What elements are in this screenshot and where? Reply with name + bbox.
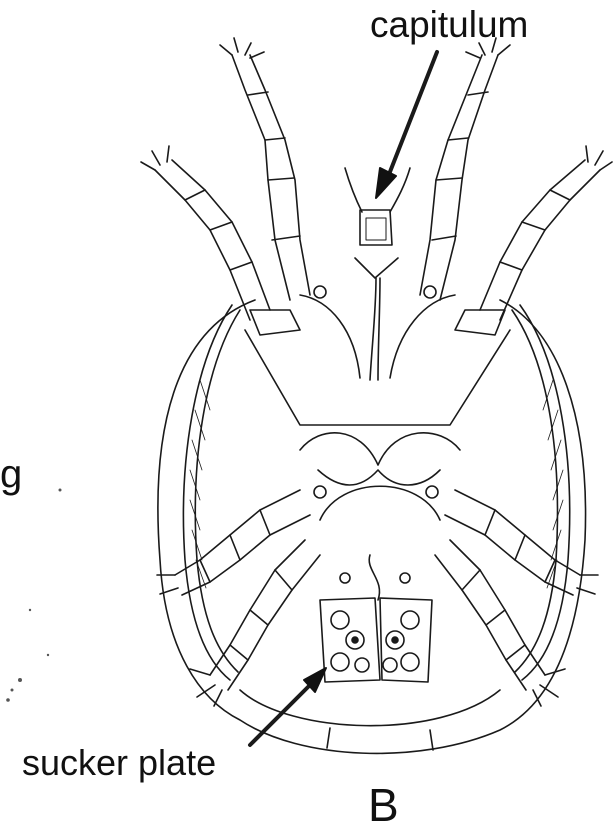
right-lateral-band — [520, 305, 570, 680]
stray-letter-fragment: g — [0, 452, 22, 497]
leg-2-right — [480, 146, 612, 320]
leg-4-right — [435, 540, 565, 706]
genital-arch — [300, 433, 460, 465]
left-lateral-band — [183, 305, 232, 680]
posterior-arc — [240, 690, 500, 726]
body-outline — [158, 300, 586, 753]
sucker-plate-arrow — [250, 683, 312, 745]
panel-label: B — [368, 778, 399, 832]
sucker-plate-label: sucker plate — [22, 742, 216, 784]
leg-3-left — [157, 490, 310, 595]
capitulum-arrow — [386, 52, 437, 182]
leg-1-right — [420, 38, 510, 300]
leg-2-left — [141, 146, 270, 320]
capitulum-arrowhead — [376, 168, 396, 198]
leg-3-right — [445, 490, 598, 595]
capitulum-label: capitulum — [370, 4, 528, 46]
sternal-stalk — [370, 278, 376, 380]
sucker-plate — [320, 555, 432, 682]
leg-1-left — [220, 38, 310, 300]
